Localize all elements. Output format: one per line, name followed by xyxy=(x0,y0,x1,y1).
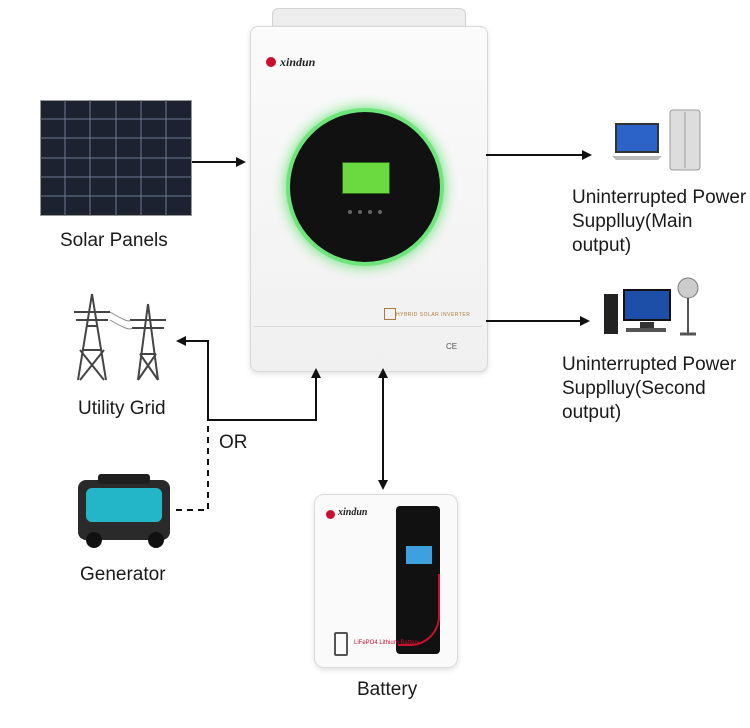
inverter-divider xyxy=(254,326,482,327)
battery-label: Battery xyxy=(357,679,418,700)
battery-level-icon xyxy=(334,632,348,656)
laptop-fridge-icon xyxy=(612,109,701,171)
desktop-fan-icon xyxy=(604,277,699,336)
generator-label: Generator xyxy=(80,564,166,585)
second-output-label-line2: Supplluy(Second output) xyxy=(562,378,706,423)
transmission-tower-icon xyxy=(74,293,166,381)
inverter-logo-icon xyxy=(266,57,276,67)
generator-image xyxy=(78,474,170,548)
main-output-label-line1: Uninterrupted Power xyxy=(572,187,747,208)
control-buttons xyxy=(348,210,384,214)
inverter-product-text: HYBRID SOLAR INVERTER xyxy=(396,312,471,318)
solar-label: Solar Panels xyxy=(60,230,168,251)
grid-label: Utility Grid xyxy=(78,398,166,419)
battery-brand: xindun xyxy=(338,507,368,518)
battery-logo-icon xyxy=(326,510,335,519)
battery-screen xyxy=(406,546,432,564)
inverter-brand: xindun xyxy=(280,55,316,69)
generator-dashed-connection xyxy=(176,420,209,511)
ce-mark: CE xyxy=(446,342,458,351)
battery-product-text: LiFePO4 Lithium Battery xyxy=(354,640,420,646)
or-label: OR xyxy=(219,432,248,453)
lcd-screen xyxy=(342,162,390,194)
solar-panel-image xyxy=(40,100,192,216)
main-output-label-line2: Supplluy(Main output) xyxy=(572,211,693,256)
grid-inverter-connection xyxy=(176,336,321,421)
second-output-label-line1: Uninterrupted Power xyxy=(562,354,737,375)
house-icon xyxy=(384,308,396,320)
